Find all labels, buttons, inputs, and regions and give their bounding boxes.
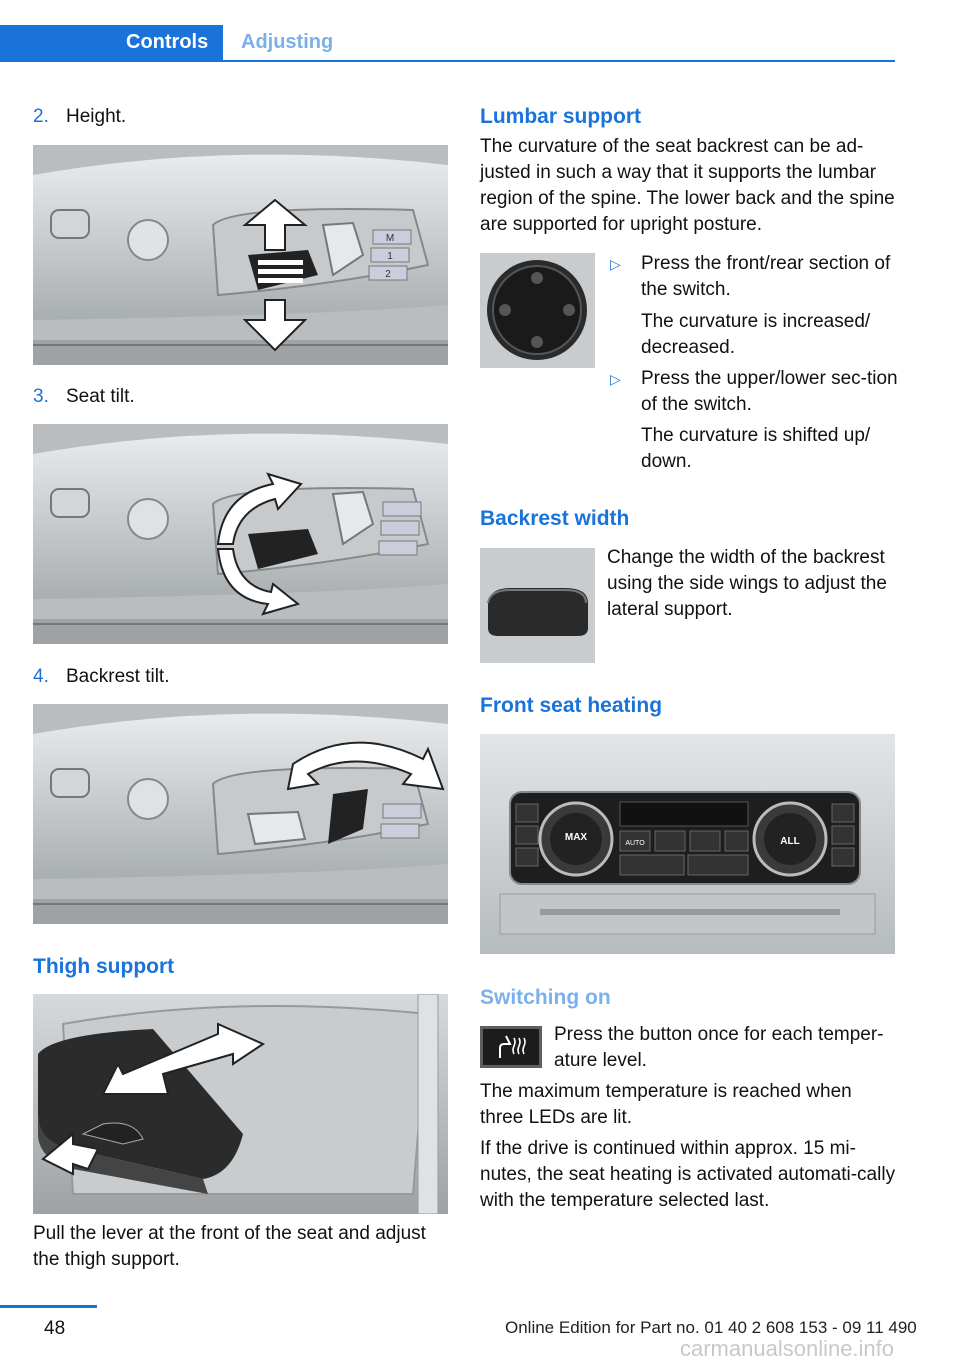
- bullet-text: Press the front/rear section of the swit…: [641, 253, 891, 300]
- tab-controls-label: Controls: [126, 31, 209, 53]
- heading-switching-on: Switching on: [480, 986, 611, 1009]
- auto-button-label: AUTO: [625, 840, 645, 847]
- thigh-support-text: Pull the lever at the front of the seat …: [33, 1223, 426, 1270]
- backrest-width-text: Change the width of the backrest using t…: [607, 547, 887, 620]
- switch-label-2: 2: [385, 269, 391, 280]
- lumbar-bullet-2: ▷ Press the upper/lower sec-tion of the …: [610, 366, 900, 426]
- lumbar-bullet-2-result: The curvature is shifted up/ down.: [641, 425, 871, 472]
- step-number: 4.: [33, 666, 49, 687]
- page-number: 48: [44, 1318, 66, 1339]
- triangle-bullet-icon: ▷: [610, 256, 621, 272]
- bullet-text: Press the upper/lower sec-tion of the sw…: [641, 368, 898, 415]
- figure-lumbar-switch: [480, 253, 595, 368]
- step-text: Height.: [66, 106, 127, 127]
- heading-lumbar-support: Lumbar support: [480, 105, 641, 128]
- seat-heating-button-icon: [480, 1026, 542, 1068]
- figure-backrest-width-switch: [480, 548, 595, 663]
- figure-seat-tilt: [33, 424, 448, 644]
- lumbar-support-text: The curvature of the seat backrest can b…: [480, 136, 895, 235]
- figure-thigh-support: [33, 994, 448, 1214]
- step-text: Seat tilt.: [66, 386, 135, 407]
- heading-thigh-support: Thigh support: [33, 955, 175, 978]
- heading-backrest-width: Backrest width: [480, 507, 630, 530]
- switching-on-text: Press the button once for each temper-at…: [554, 1024, 884, 1071]
- footer-edition: Online Edition for Part no. 01 40 2 608 …: [505, 1318, 917, 1337]
- max-temperature-text: The maximum temperature is reached when …: [480, 1081, 852, 1128]
- header-rule: [0, 60, 895, 62]
- switch-label-1: 1: [387, 251, 393, 262]
- max-button-label: MAX: [565, 832, 588, 843]
- figure-seat-height: M 1 2: [33, 145, 448, 365]
- watermark: carmanualsonline.info: [680, 1336, 895, 1361]
- switch-label-m: M: [386, 233, 394, 244]
- tab-controls[interactable]: Controls: [0, 25, 223, 62]
- step-text: Backrest tilt.: [66, 666, 170, 687]
- lumbar-bullet-1-result: The curvature is increased/ decreased.: [641, 311, 871, 358]
- tab-adjusting-label: Adjusting: [241, 31, 334, 53]
- step-number: 3.: [33, 386, 49, 407]
- tab-adjusting[interactable]: Adjusting: [241, 31, 333, 54]
- all-button-label: ALL: [780, 836, 799, 847]
- triangle-bullet-icon: ▷: [610, 371, 621, 387]
- heading-front-seat-heating: Front seat heating: [480, 694, 663, 717]
- auto-activation-text: If the drive is continued within approx.…: [480, 1138, 896, 1211]
- footer-rule: [0, 1305, 97, 1308]
- figure-climate-panel: MAX ALL AUTO: [480, 734, 895, 954]
- lumbar-bullet-1: ▷ Press the front/rear section of the sw…: [610, 251, 900, 311]
- figure-backrest-tilt: [33, 704, 448, 924]
- step-number: 2.: [33, 106, 49, 127]
